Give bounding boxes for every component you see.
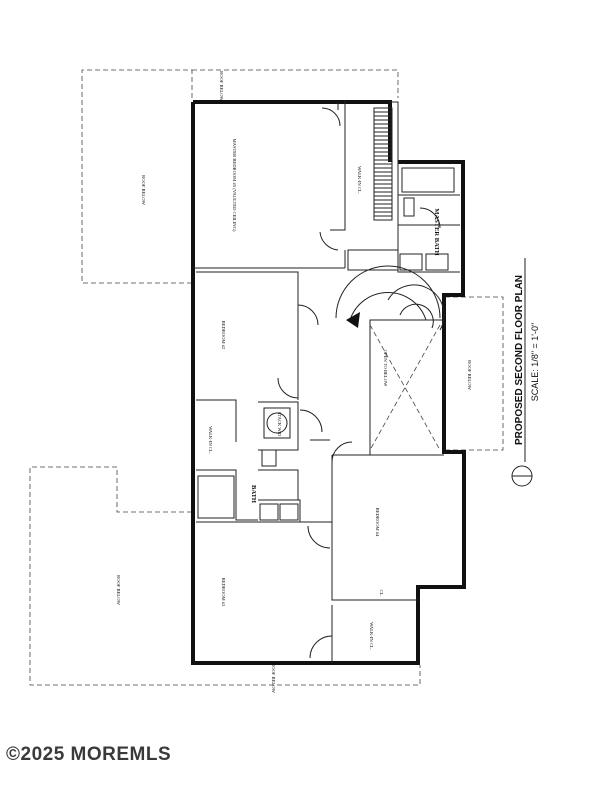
closet-label: CL.	[379, 589, 384, 596]
staircase	[335, 107, 445, 331]
roof-below-label: ROOF BELOW	[141, 175, 146, 205]
bedroom-2-label: BEDROOM #2	[221, 321, 226, 350]
open-to-below	[369, 324, 441, 451]
interior-walls	[193, 100, 460, 663]
bath-label: BATH	[250, 485, 257, 503]
bathroom-fixtures	[197, 167, 455, 521]
walk-in-closet-master-label: WALK-IN CL.	[357, 166, 362, 194]
master-bedroom-label: MASTER BEDROOM #5 (VAULTED CEILING)	[232, 139, 237, 232]
watermark: ©2025 MOREMLS	[6, 744, 172, 765]
plan-scale: SCALE: 1/8" = 1'-0"	[530, 323, 540, 401]
stack-wd-label: STACK W/D	[277, 412, 282, 437]
roof-below-label-lower: ROOF BELOW	[116, 575, 121, 605]
roof-outlines	[29, 69, 504, 686]
bedroom-4-label: BEDROOM #4	[375, 508, 380, 537]
door-swings	[277, 107, 441, 659]
walk-in-closet-2-label: WALK-IN CL.	[208, 426, 213, 454]
master-bath-label: MASTER BATH	[433, 208, 440, 255]
roof-below-top-label: ROOF BELOW	[219, 71, 224, 101]
roof-below-label-right: ROOF BELOW	[467, 360, 472, 390]
bedroom-3-label: BEDROOM #3	[221, 578, 226, 607]
walk-in-closet-3-label: WALK-IN CL.	[369, 622, 374, 650]
plan-title: PROPOSED SECOND FLOOR PLAN	[514, 275, 525, 445]
open-to-below-label: OPEN TO BELOW	[383, 350, 388, 387]
roof-below-bottom-label: ROOF BELOW	[271, 663, 276, 693]
room-labels: ROOF BELOW MASTER BEDROOM #5 (VAULTED CE…	[116, 71, 472, 693]
title-block: PROPOSED SECOND FLOOR PLAN SCALE: 1/8" =…	[511, 258, 540, 487]
